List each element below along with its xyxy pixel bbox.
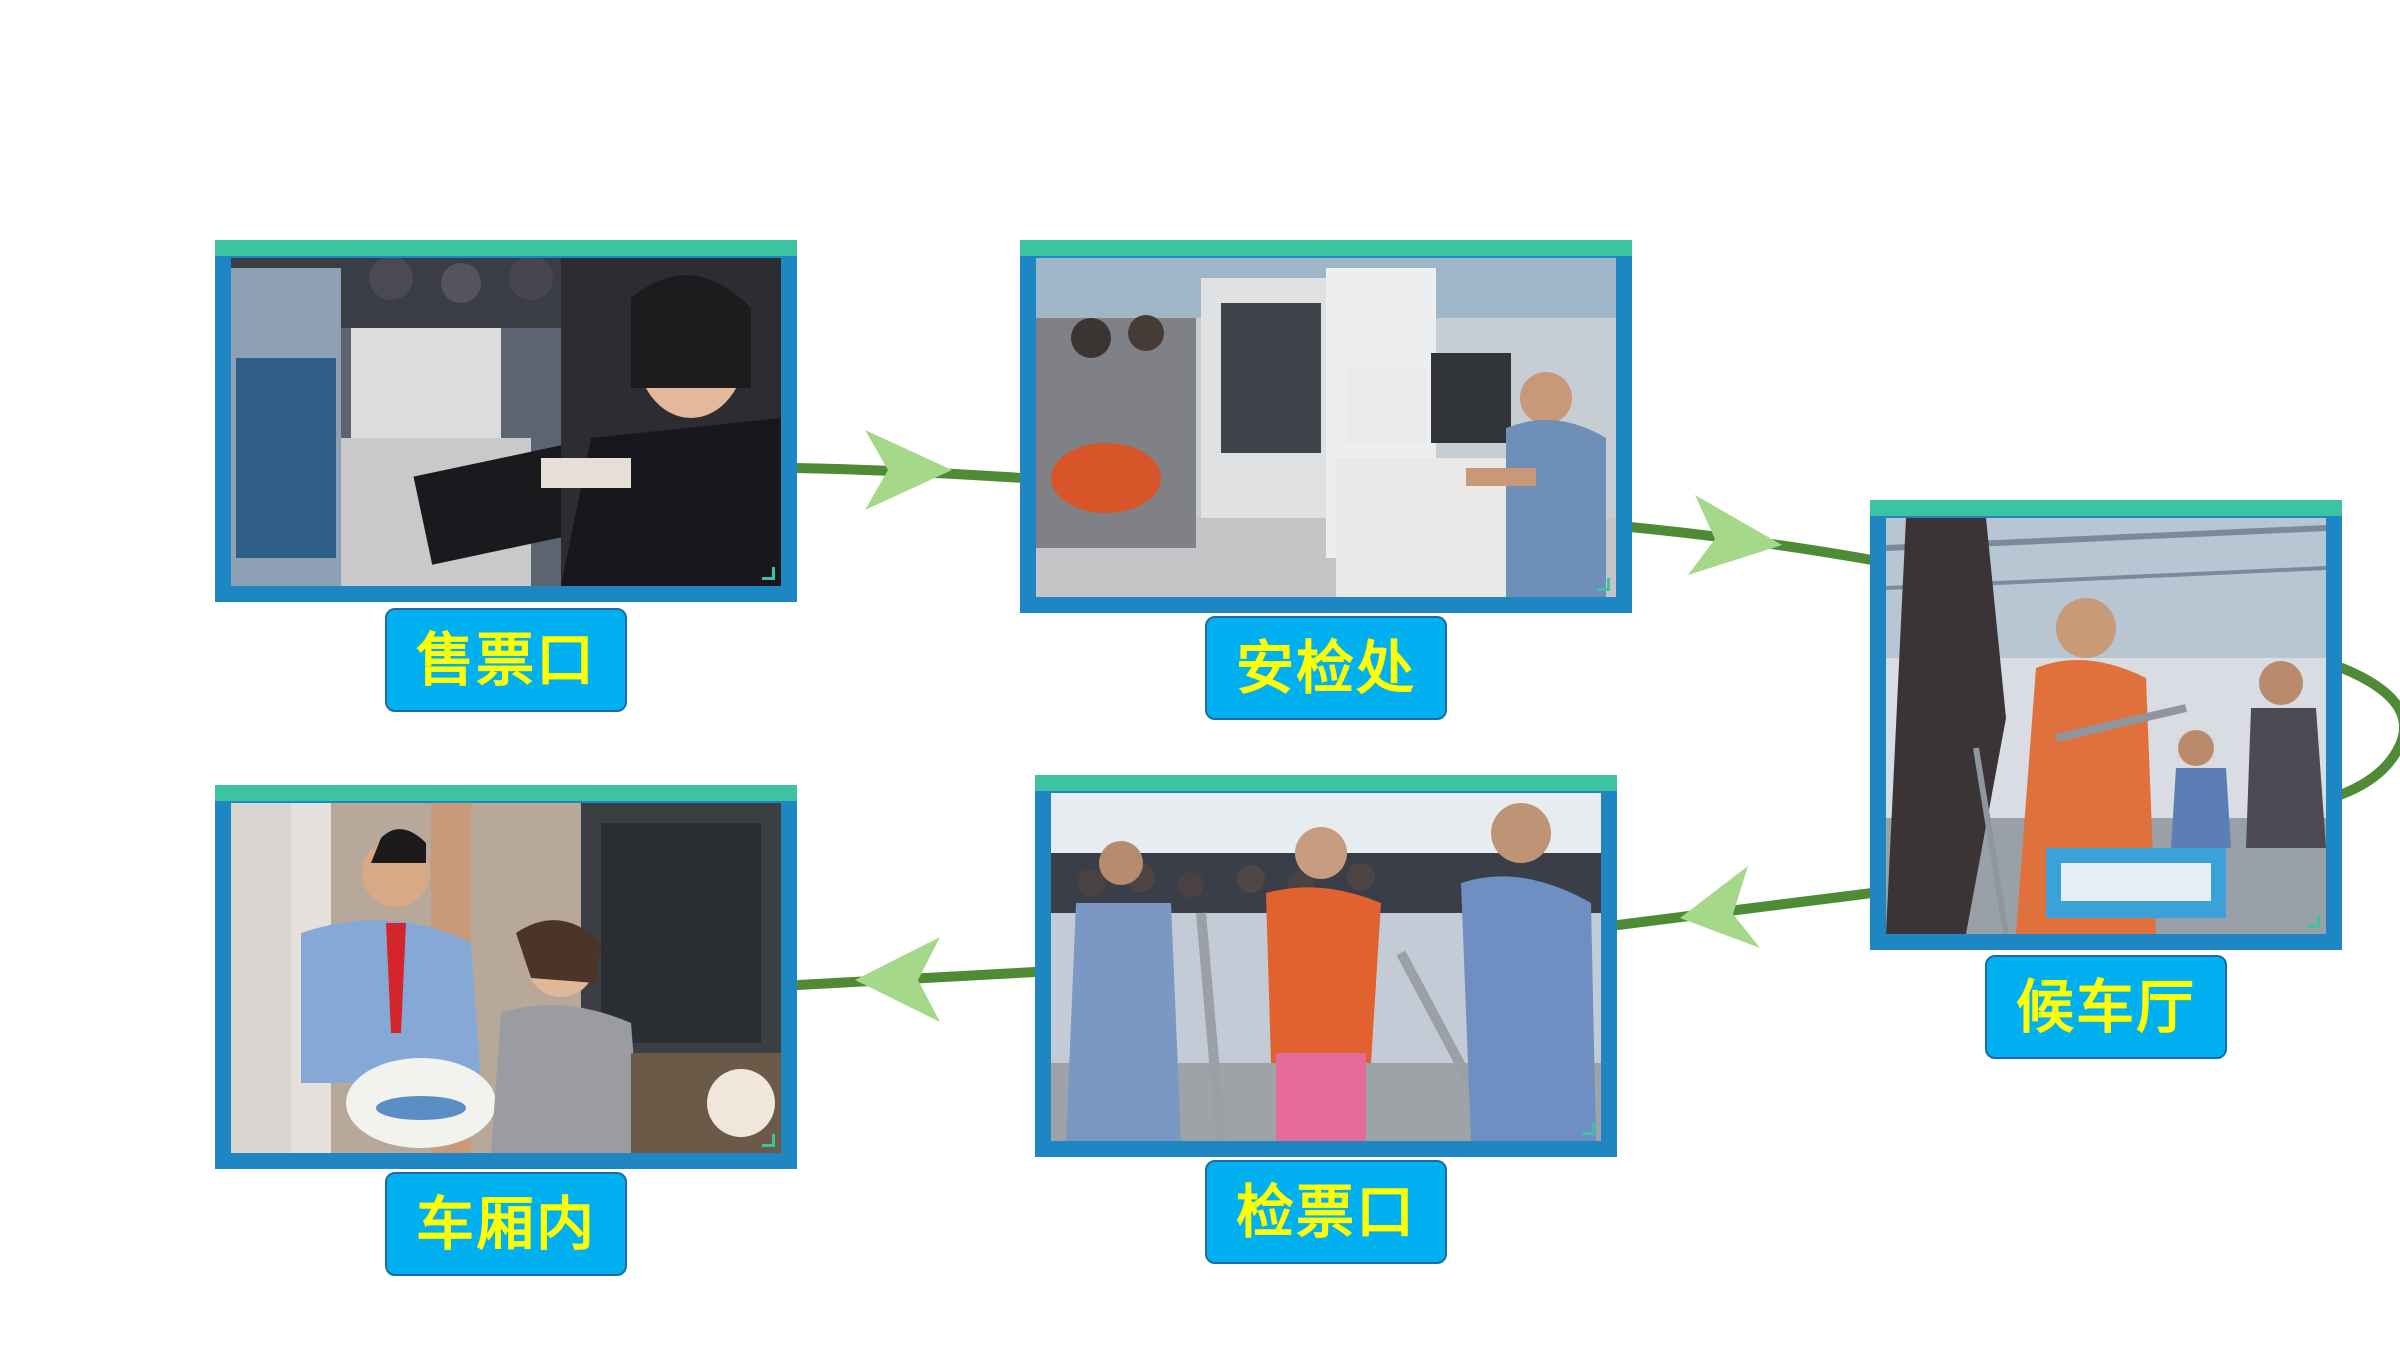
stage-card-ticket-office bbox=[215, 240, 797, 602]
stage-label-security-check: 安检处 bbox=[1205, 616, 1447, 720]
security-check-photo bbox=[1036, 258, 1616, 597]
ticket-gate-photo bbox=[1051, 793, 1601, 1141]
stage-label-train-carriage: 车厢内 bbox=[385, 1172, 627, 1276]
stage-label-waiting-hall: 候车厅 bbox=[1985, 955, 2227, 1059]
connector-ticket-gate-to-carriage bbox=[793, 967, 1040, 990]
arrowhead-ticket-gate-to-carriage bbox=[855, 937, 940, 1022]
photo-corner-mark bbox=[1597, 578, 1610, 591]
waiting-hall-photo bbox=[1886, 518, 2326, 934]
arrowhead-waiting-hall-to-ticket-gate bbox=[1680, 866, 1760, 948]
photo-corner-mark bbox=[2307, 915, 2320, 928]
photo-corner-mark bbox=[762, 567, 775, 580]
stage-card-waiting-hall bbox=[1870, 500, 2342, 950]
arrowhead-security-to-waiting-hall bbox=[1688, 495, 1782, 575]
photo-corner-mark bbox=[762, 1134, 775, 1147]
ticket-office-photo bbox=[231, 258, 781, 586]
stage-label-ticket-gate: 检票口 bbox=[1205, 1160, 1447, 1264]
arrowhead-ticket-office-to-security bbox=[865, 430, 952, 510]
stage-label-ticket-office: 售票口 bbox=[385, 608, 627, 712]
train-carriage-photo bbox=[231, 803, 781, 1153]
stage-card-train-carriage bbox=[215, 785, 797, 1169]
photo-corner-mark bbox=[1582, 1122, 1595, 1135]
stage-card-security-check bbox=[1020, 240, 1632, 613]
connector-waiting-hall-to-ticket-gate bbox=[1613, 888, 1877, 930]
stage-card-ticket-gate bbox=[1035, 775, 1617, 1157]
connector-waiting-hall-loop bbox=[2335, 663, 2400, 800]
